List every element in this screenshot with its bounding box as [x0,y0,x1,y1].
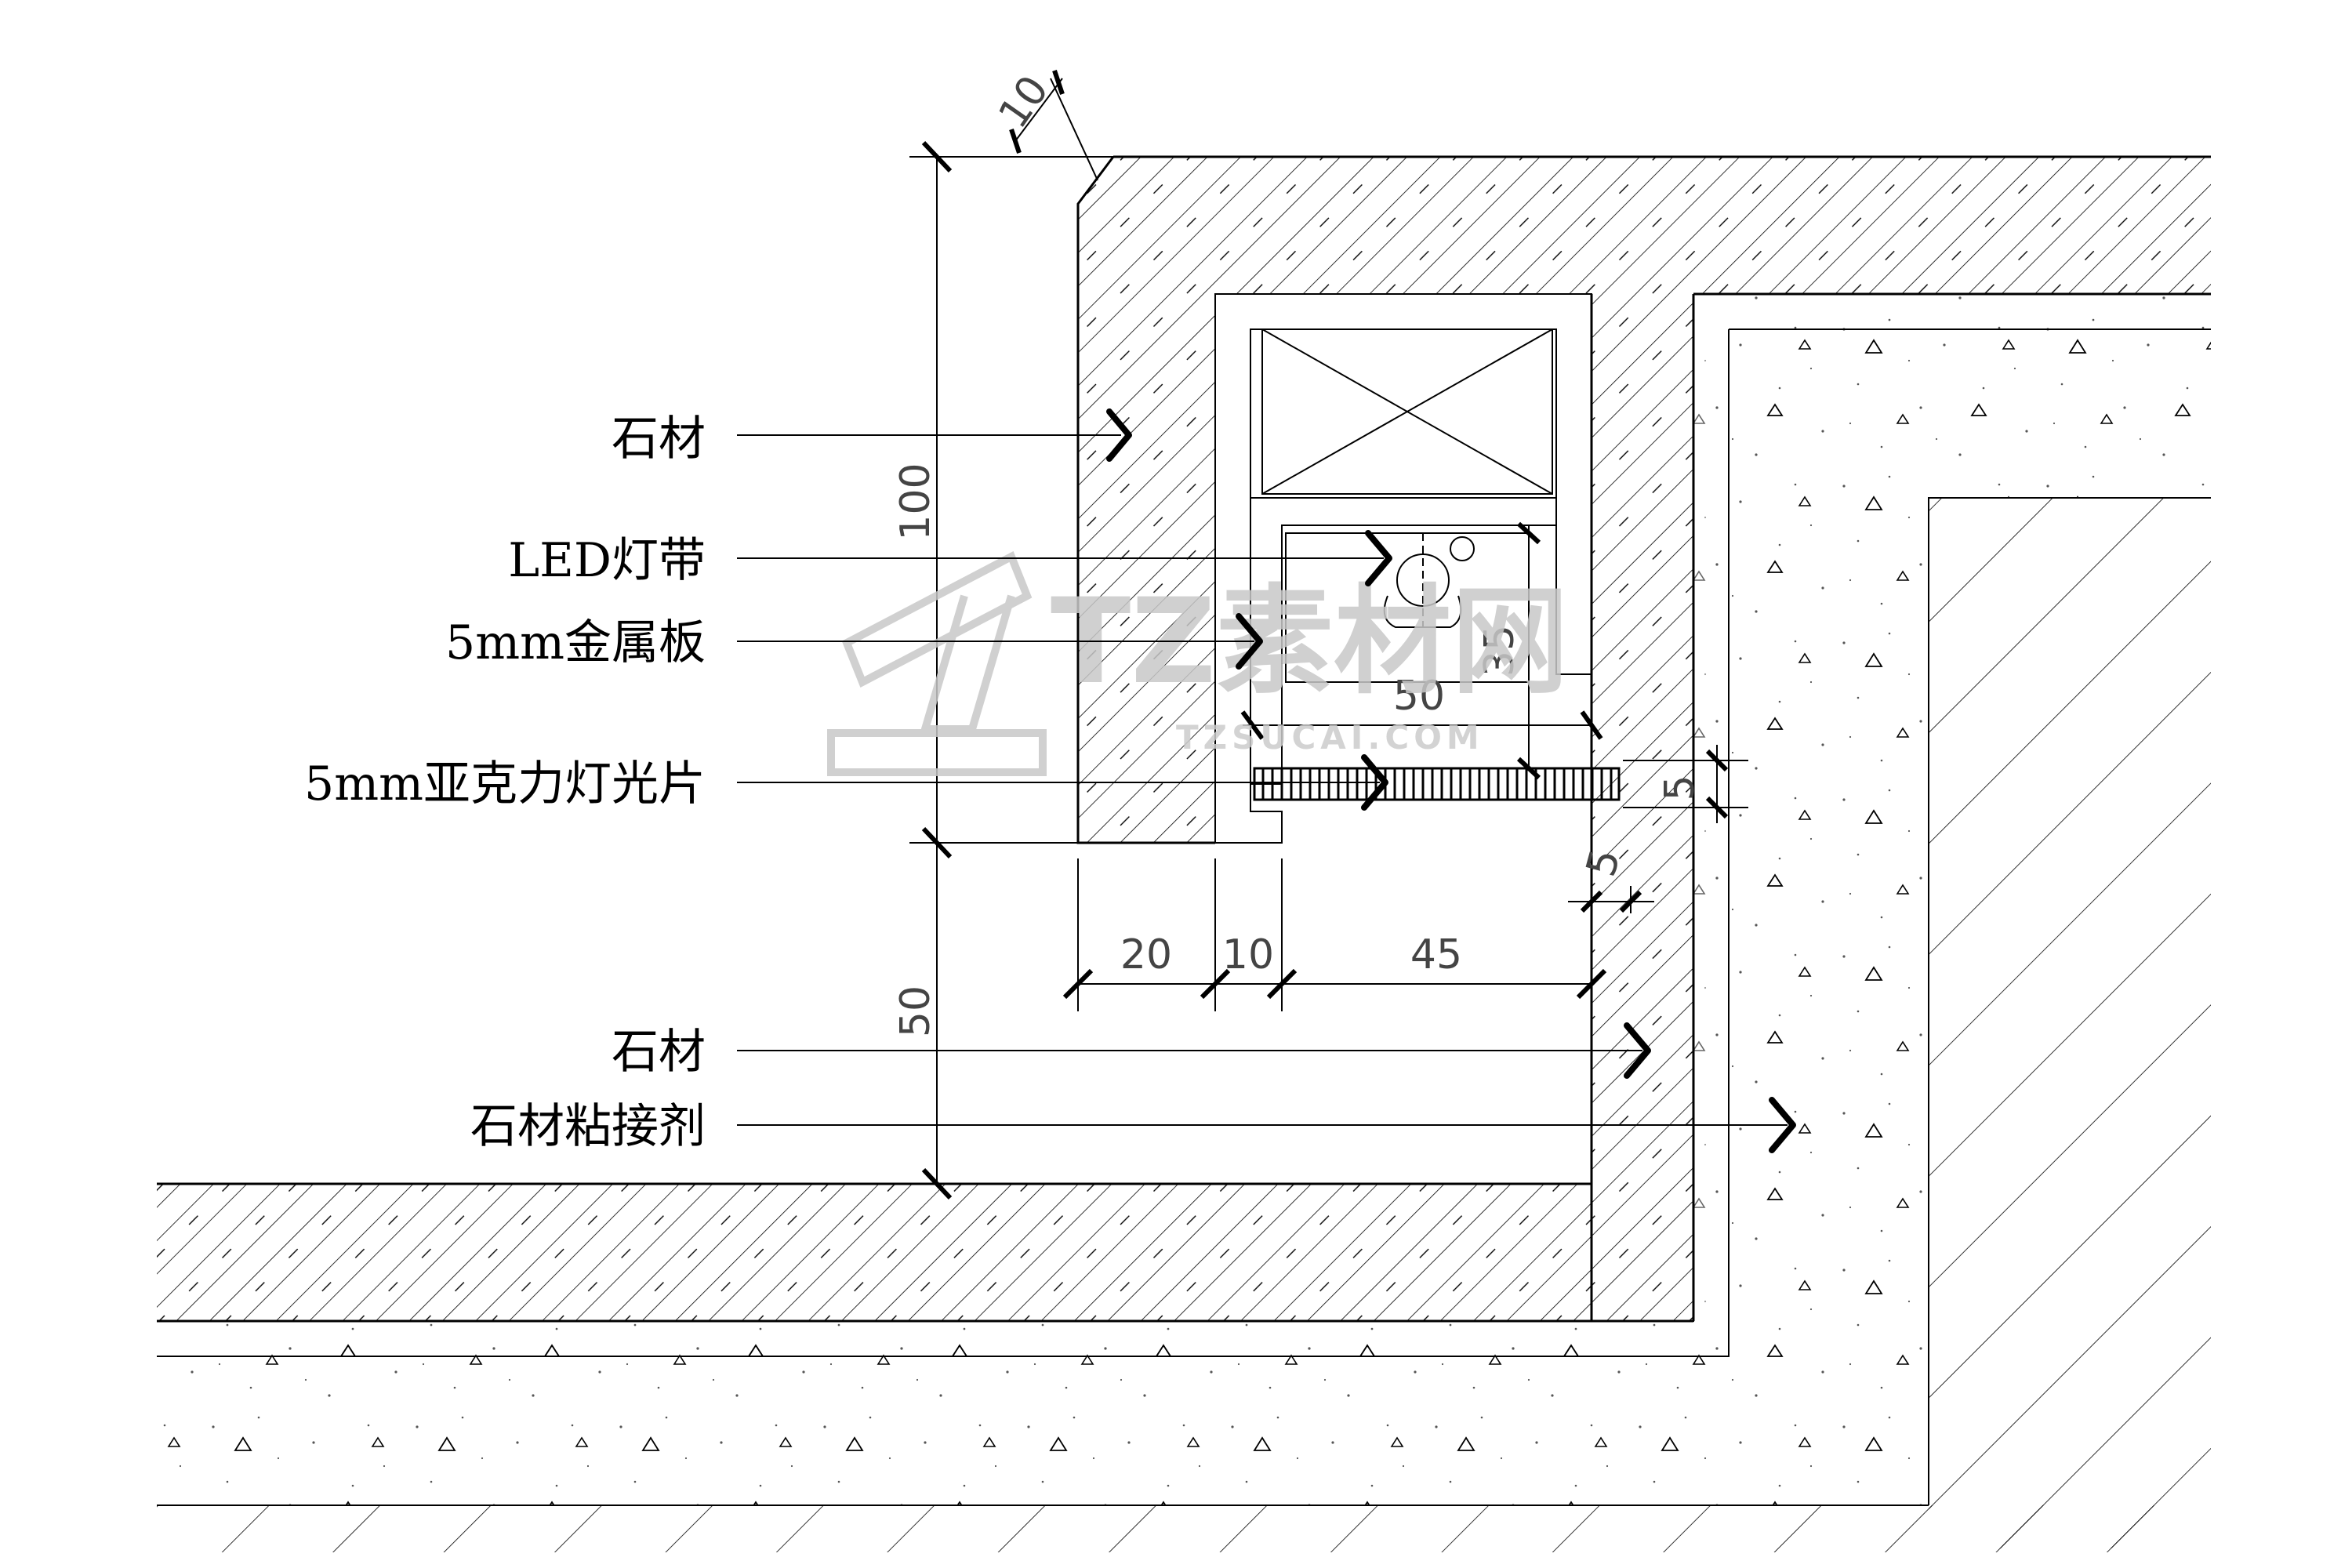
dimension-chamfer: 10 [990,67,1098,181]
dim-50-cavity: 50 [1393,673,1445,720]
dim-10: 10 [1222,931,1274,978]
label-acrylic-sheet: 5mm亚克力灯光片 [304,757,706,811]
dim-5-right: 5 [1657,775,1704,800]
label-stone-adhesive: 石材粘接剂 [470,1099,706,1154]
label-stone-bottom: 石材 [612,1025,706,1080]
dim-50-left: 50 [892,985,939,1037]
label-stone-top: 石材 [612,412,706,466]
dim-20: 20 [1120,931,1172,978]
concrete-band [157,294,2211,1506]
dim-100: 100 [892,463,939,540]
dim-45: 45 [1410,931,1462,978]
dim-chamfer-10: 10 [990,67,1058,137]
wood-block [1261,328,1553,495]
callout-labels: 石材 LED灯带 5mm金属板 5mm亚克力灯光片 石材 石材粘接剂 [304,412,706,1154]
watermark: TZ素材网 TZSUCAI.COM [827,551,1569,776]
dimension-left-vertical: 100 50 [892,140,1215,1200]
dimension-cavity: 50 35 [1240,521,1603,780]
dim-35: 35 [1476,625,1523,677]
label-led-strip: LED灯带 [508,533,706,588]
metal-channel [1214,293,1592,844]
led-bulb [1396,554,1450,607]
watermark-logo-icon [827,551,1047,776]
structure-hatch [157,498,2211,1552]
watermark-url: TZSUCAI.COM [1176,718,1484,757]
stone-slab-bottom [157,1182,1693,1323]
acrylic-sheet [1253,767,1621,801]
label-metal-plate: 5mm金属板 [445,615,706,670]
dimension-bottom: 20 10 45 [1062,858,1607,1011]
callouts [737,408,1796,1153]
